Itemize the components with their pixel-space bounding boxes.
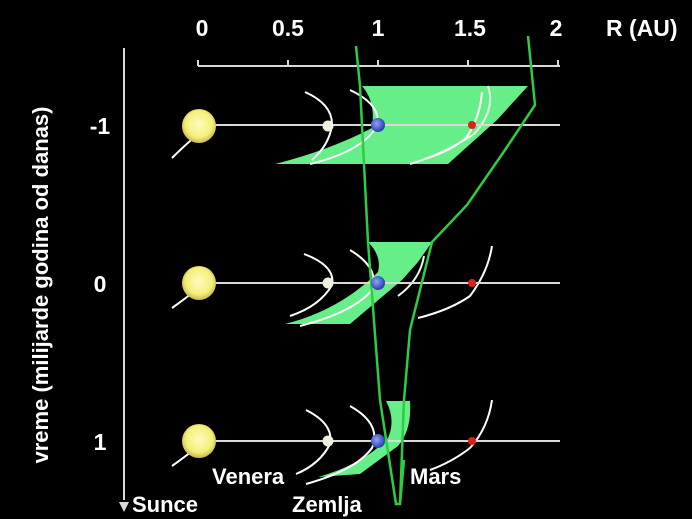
- r-tick-label-1.5: 1.5: [454, 15, 486, 41]
- hz-outer-boundary-line: [398, 35, 537, 505]
- r-axis-title: R (AU): [606, 15, 678, 41]
- time-tick-label-1: 1: [94, 429, 107, 455]
- mars-orbit-0: [417, 245, 493, 319]
- habitable-zone-band-1: [318, 401, 411, 477]
- mars-dot-minus1: [468, 121, 476, 129]
- time-axis-arrow: [119, 502, 129, 512]
- earth-dot-minus1: [371, 118, 385, 132]
- mars-dot-1: [468, 437, 476, 445]
- time-tick-label-0: 0: [94, 271, 107, 297]
- habitable-zone-band-0: [285, 242, 432, 324]
- mars-orbit-minus1: [427, 91, 483, 159]
- mars-orbit-1: [429, 399, 493, 471]
- sun-icon-0: [182, 266, 216, 300]
- r-axis-ticks: [197, 60, 559, 66]
- r-tick-label-0: 0: [196, 15, 209, 41]
- earth-dot-1: [371, 434, 385, 448]
- earth-dot-0: [371, 276, 385, 290]
- venus-dot-minus1: [322, 120, 334, 132]
- venus-dot-1: [322, 435, 334, 447]
- sun-icon-minus1: [182, 109, 216, 143]
- venus-dot-0: [322, 277, 334, 289]
- time-axis-title: vreme (milijarde godina od danas): [28, 107, 53, 464]
- sun-icon-1: [182, 424, 216, 458]
- hz-arc-0: [397, 255, 425, 297]
- label-mars: Mars: [410, 464, 461, 489]
- r-tick-label-0.5: 0.5: [272, 15, 304, 41]
- mars-dot-0: [468, 279, 476, 287]
- r-tick-label-2: 2: [550, 15, 563, 41]
- earth-orbit-1: [305, 405, 376, 485]
- label-sunce: Sunce: [132, 492, 198, 517]
- label-zemlja: Zemlja: [292, 492, 362, 517]
- time-tick-label-minus1: -1: [90, 113, 111, 139]
- r-tick-label-1: 1: [372, 15, 385, 41]
- label-venera: Venera: [212, 464, 285, 489]
